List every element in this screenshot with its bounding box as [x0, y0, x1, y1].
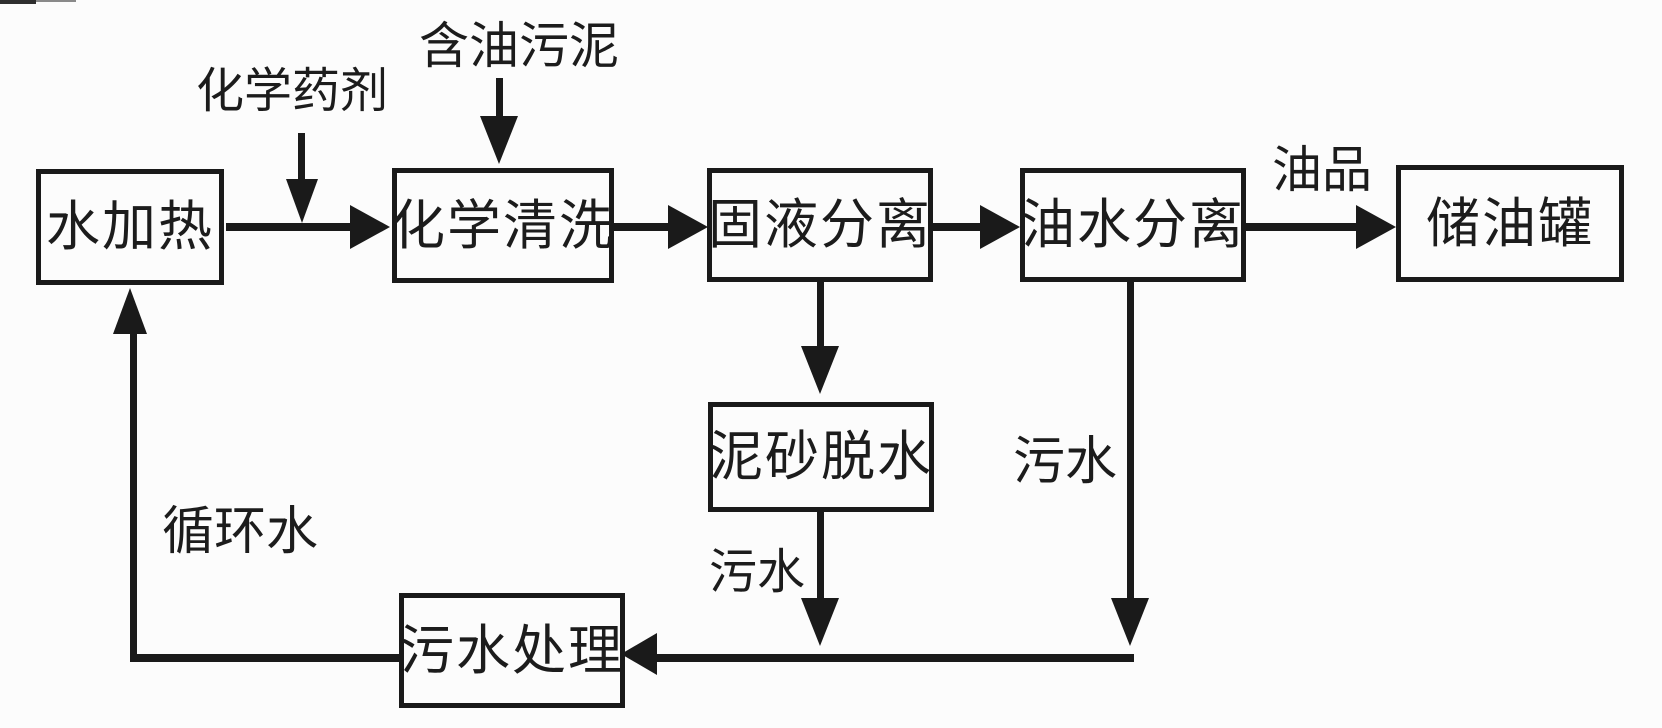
arrow-shaft-oilwater-wastewater: [1127, 282, 1134, 600]
return-line-horizontal: [130, 654, 404, 662]
node-oil-storage-tank: 储油罐: [1396, 165, 1624, 282]
arrow-shaft-solidliquid-to-oilwater: [931, 223, 980, 231]
arrowhead-oily-sludge: [480, 116, 518, 164]
node-oil-water-separation: 油水分离: [1020, 168, 1246, 282]
arrow-shaft-waterheating-to-chemicalcleaning: [226, 223, 350, 231]
scan-artifact: [0, 0, 36, 4]
node-water-heating: 水加热: [36, 169, 224, 285]
arrow-shaft-oily-sludge: [496, 78, 503, 118]
arrow-shaft-sanddewatering-wastewater: [817, 512, 824, 600]
arrow-shaft-oilwater-to-storagetank: [1244, 223, 1356, 231]
arrow-shaft-solidliquid-to-sanddewatering: [817, 282, 824, 348]
arrowhead-into-oil-storage-tank: [1356, 205, 1396, 249]
label-oil-product: 油品: [1272, 142, 1372, 198]
node-sand-dewatering: 泥砂脱水: [708, 402, 934, 512]
label-wastewater-from-separator: 污水: [1012, 434, 1118, 491]
scan-artifact: [36, 0, 76, 2]
node-chemical-cleaning: 化学清洗: [391, 168, 614, 283]
arrowhead-into-sand-dewatering: [801, 346, 839, 394]
return-line-vertical: [130, 330, 137, 662]
label-circulating-water: 循环水: [161, 504, 319, 561]
node-wastewater-treatment: 污水处理: [399, 593, 625, 708]
arrowhead-into-oil-water-separation: [980, 205, 1020, 249]
arrowhead-into-solid-liquid-separation: [668, 205, 708, 249]
label-wastewater-from-dewatering: 污水: [708, 546, 806, 599]
node-solid-liquid-separation: 固液分离: [707, 168, 933, 282]
arrowhead-sanddewatering-wastewater: [801, 598, 839, 646]
collector-line-to-wastewater-treatment: [655, 654, 1134, 662]
arrowhead-into-water-heating: [113, 288, 147, 334]
arrow-shaft-chemicalcleaning-to-solidliquid: [612, 223, 668, 231]
arrow-shaft-chemical-agent: [298, 133, 305, 181]
arrowhead-into-wastewater-treatment: [621, 633, 657, 675]
arrowhead-chemical-agent: [286, 179, 318, 223]
arrowhead-oilwater-wastewater: [1111, 598, 1149, 646]
label-chemical-agent: 化学药剂: [195, 65, 389, 118]
arrowhead-into-chemical-cleaning: [350, 205, 390, 249]
label-oily-sludge: 含油污泥: [419, 18, 619, 74]
